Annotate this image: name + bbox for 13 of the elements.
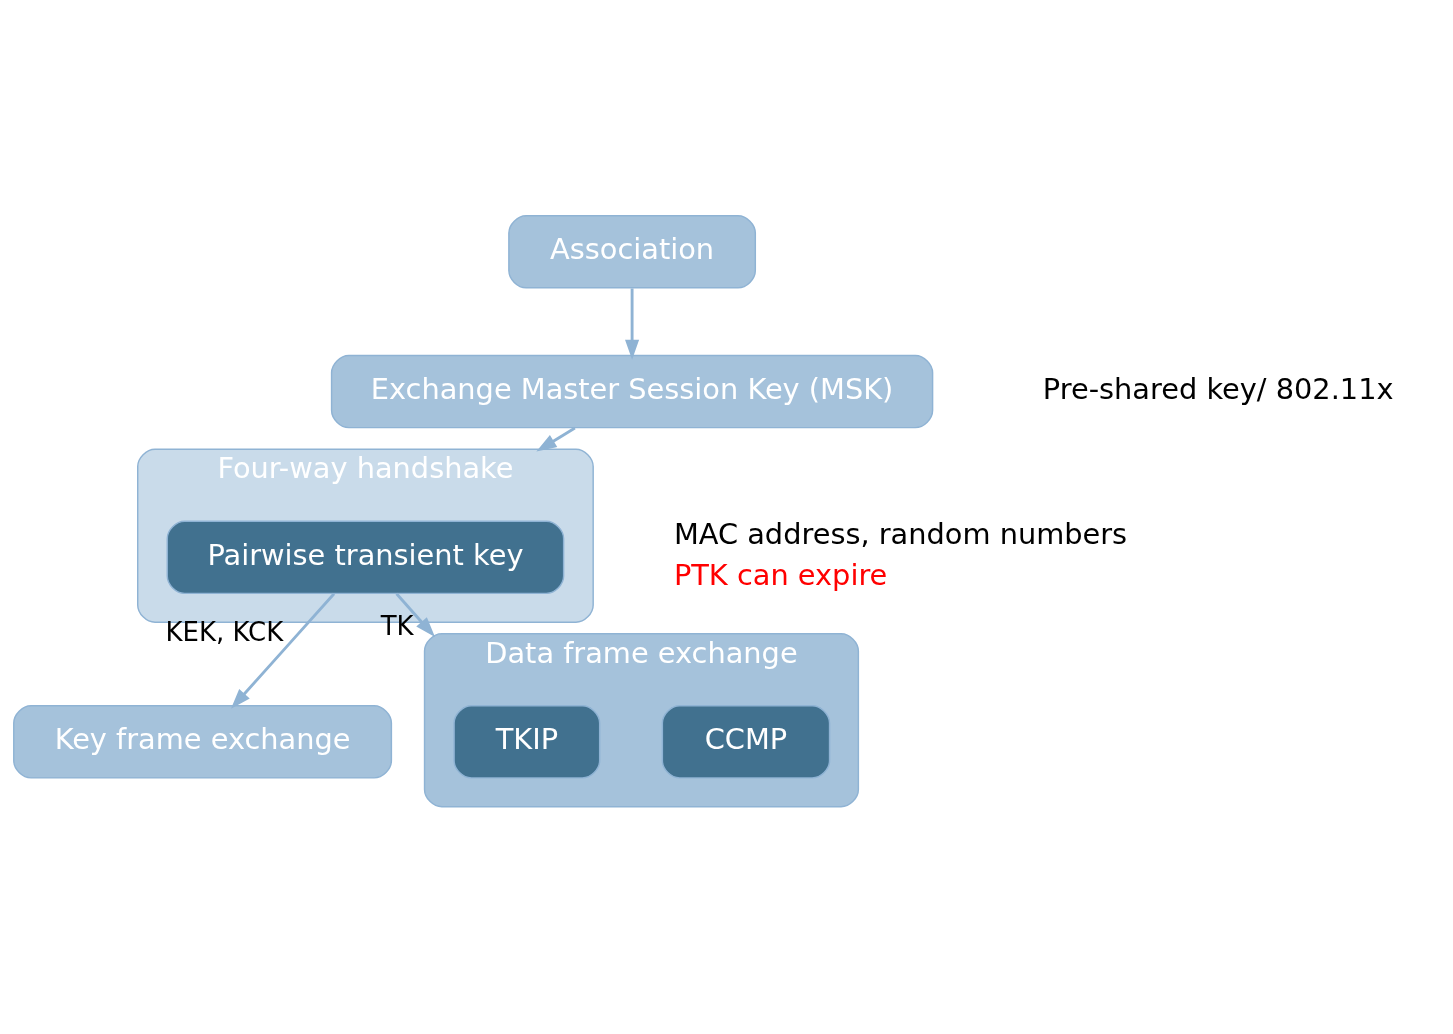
node-label: MAC address, random numbers [673,517,1128,552]
node-box: TKIP [453,705,601,779]
arrow [231,592,336,709]
node-box: Pairwise transient key [166,520,565,595]
arrow [536,426,576,452]
node-box: Association [508,215,757,289]
node-box: Exchange Master Session Key (MSK) [330,354,934,429]
arrow [625,288,640,360]
node-label: PTK can expire [673,557,888,592]
node-box: CCMP [661,705,831,779]
node-box: Key frame exchange [13,705,393,779]
node-label: Pre-shared key/ 802.11x [1042,371,1394,406]
arrow [395,592,435,637]
